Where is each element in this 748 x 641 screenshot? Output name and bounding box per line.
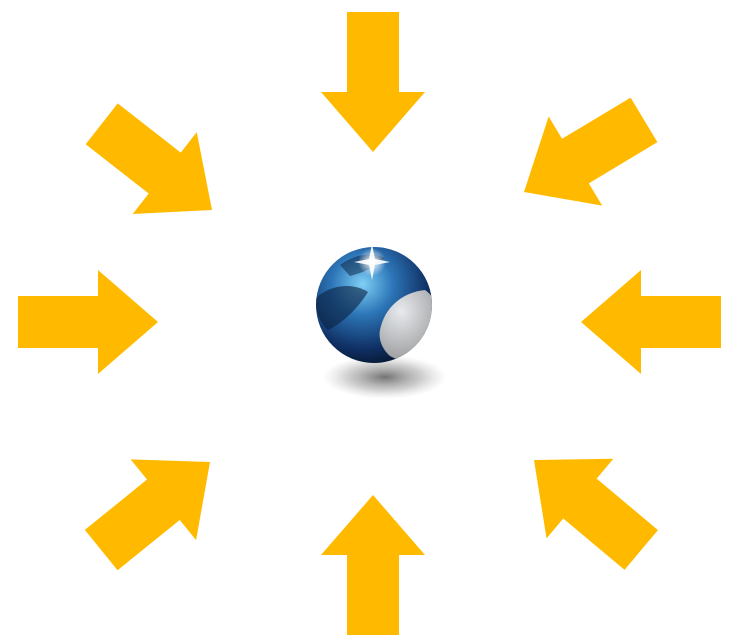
arrow-up-icon bbox=[321, 495, 425, 635]
globe-icon bbox=[316, 244, 447, 399]
arrow-up-right-icon bbox=[68, 422, 242, 591]
arrow-down-right-icon bbox=[70, 83, 244, 251]
arrow-down-left-icon bbox=[497, 75, 671, 236]
arrow-up-left-icon bbox=[501, 420, 675, 590]
arrow-right-icon bbox=[18, 270, 158, 374]
arrow-left-icon bbox=[581, 270, 721, 374]
arrow-down-icon bbox=[321, 12, 425, 152]
